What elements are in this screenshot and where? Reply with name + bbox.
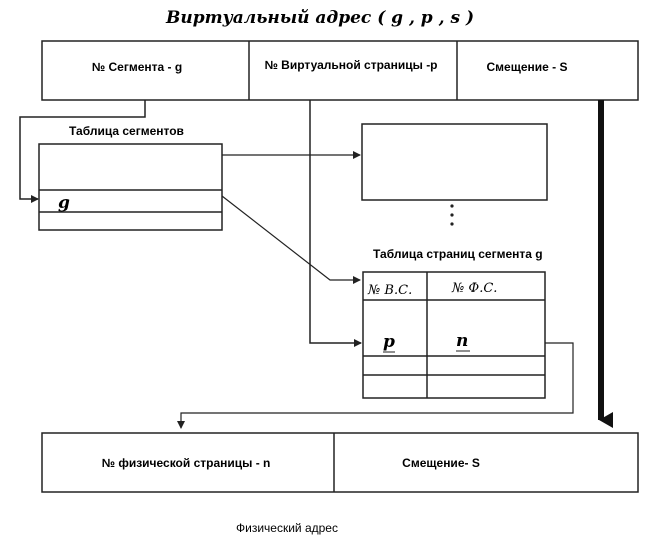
page-field-to-p-row-arrow [309,100,362,347]
offset-cell: Смещение - S [487,60,568,74]
page-table-segment-g: № В.С. № Ф.С. p n [362,271,546,399]
segment-table: g [38,143,223,231]
diagram-title: Виртуальный адрес ( g , p , s ) [165,8,474,28]
physical-address-row: № физической страницы - n Смещение- S [41,432,639,493]
ellipsis-dots [450,204,454,226]
page-table-label: Таблица страниц сегмента g [373,247,543,261]
row-physical-n: n [456,331,468,351]
segment-to-table-arrow [19,100,146,203]
physical-address-caption: Физический адрес [236,521,338,535]
page-table-box-upper [361,123,548,201]
physical-page-cell: № физической страницы - n [102,456,271,470]
segment-row-g: g [58,193,70,213]
segment-table-label: Таблица сегментов [69,124,184,138]
col-virtual-page-header: № В.С. [367,283,412,298]
n-row-to-physical-page-arrow [177,342,574,429]
col-physical-page-header: № Ф.С. [451,281,497,296]
row-virtual-p: p [383,332,395,352]
virtual-page-cell: № Виртуальной страницы -p [264,58,437,72]
physical-offset-cell: Смещение- S [402,456,480,470]
segment-number-cell: № Сегмента - g [92,60,182,74]
g-row-to-page-table-arrow [221,195,361,284]
virtual-address-row: № Сегмента - g № Виртуальной страницы -p… [41,40,639,101]
